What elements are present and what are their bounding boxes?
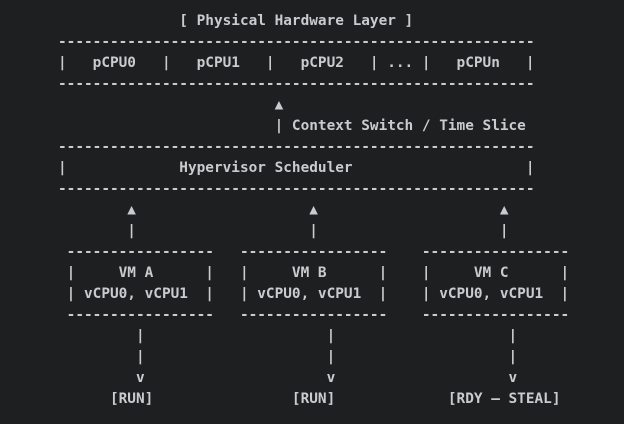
scheduler-border-bottom: ----------------------------------------… [58, 181, 535, 197]
state-down-arrow-icons: v v v [58, 370, 518, 386]
context-switch-arrow-icon: ▲ [58, 97, 284, 113]
scheduler-border-top: ----------------------------------------… [58, 139, 535, 155]
vm-names-row: | VM A | | VM B | | VM C | [58, 265, 570, 281]
state-arrow-stems-2: | | | [58, 349, 518, 365]
vm-vcpus-row: | vCPU0, vCPU1 | | vCPU0, vCPU1 | | vCPU… [58, 286, 570, 302]
vm-boxes-border-bottom: ----------------- ----------------- ----… [58, 307, 570, 323]
pcpu-row: | pCPU0 | pCPU1 | pCPU2 | ... | pCPUn | [58, 55, 535, 71]
pcpu-table-border-bottom: ----------------------------------------… [58, 76, 535, 92]
scheduler-row: | Hypervisor Scheduler | [58, 160, 535, 176]
pcpu-table-border-top: ----------------------------------------… [58, 34, 535, 50]
ascii-diagram: [ Physical Hardware Layer ] ------------… [58, 11, 569, 410]
vm-state-labels-row: [RUN] [RUN] [RDY – STEAL] [58, 391, 561, 407]
context-switch-label: | Context Switch / Time Slice [58, 118, 526, 134]
state-arrow-stems-1: | | | [58, 328, 518, 344]
vm-up-arrow-stems: | | | [58, 223, 509, 239]
hardware-layer-title: [ Physical Hardware Layer ] [58, 13, 414, 29]
vm-boxes-border-top: ----------------- ----------------- ----… [58, 244, 570, 260]
vm-up-arrow-icons: ▲ ▲ ▲ [58, 202, 509, 218]
